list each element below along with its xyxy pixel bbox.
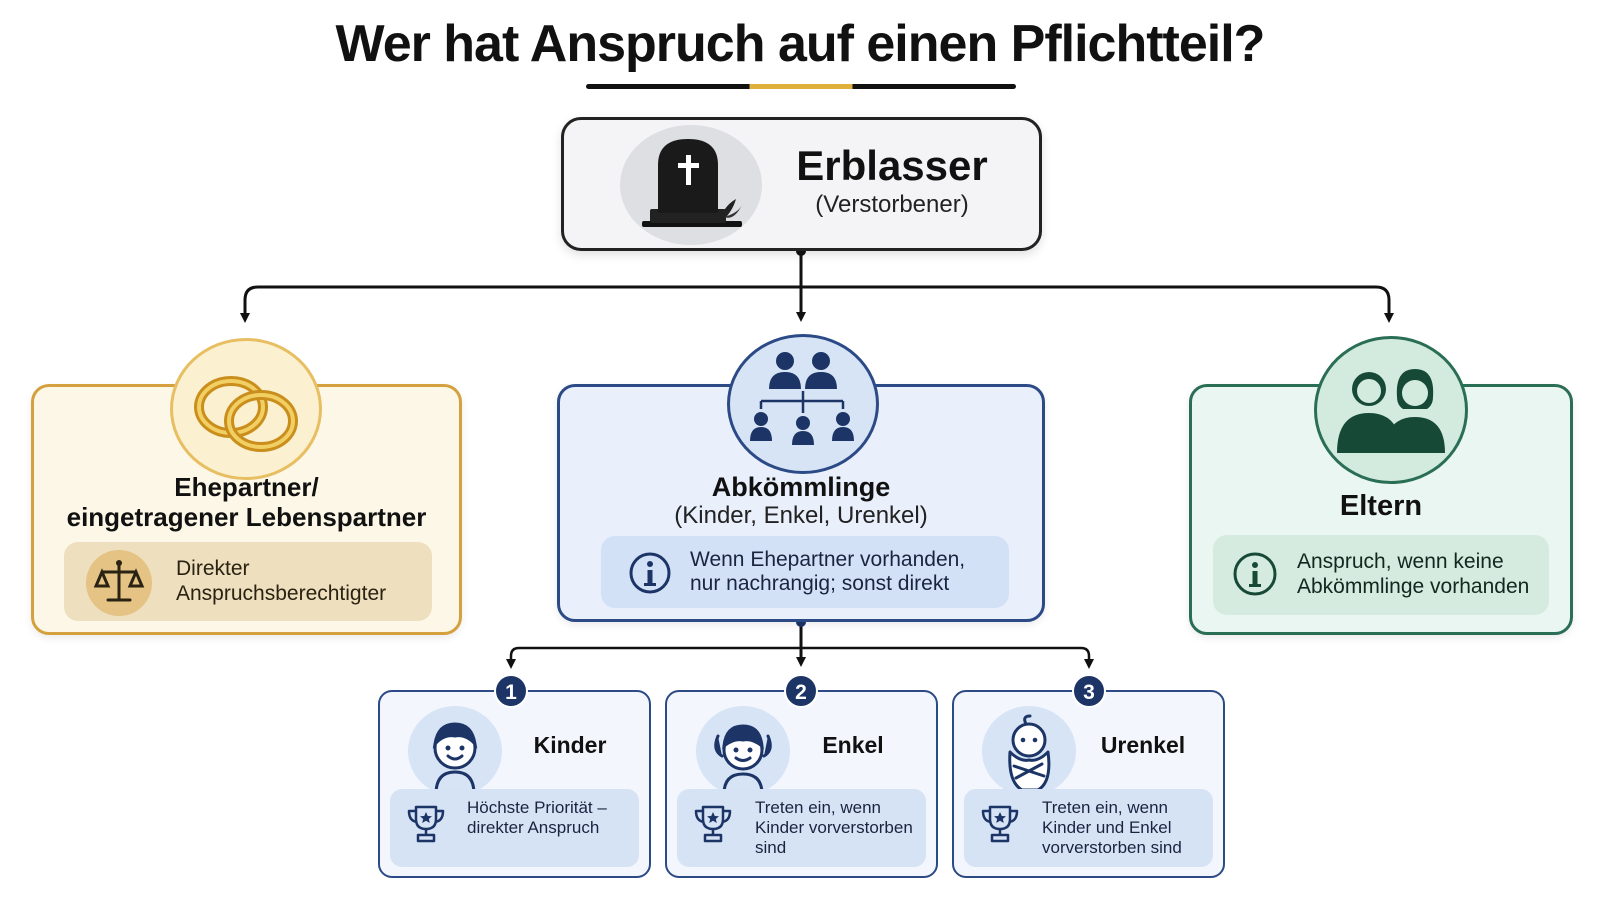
urenkel-title: Urenkel	[1100, 732, 1186, 758]
enkel-text: Treten ein, wenn Kinder vorverstorben si…	[755, 798, 913, 857]
kinder-title: Kinder	[533, 732, 607, 758]
connector-to-spouse	[240, 285, 803, 323]
trophy-icon	[980, 803, 1020, 845]
family-tree-icon	[727, 334, 879, 474]
gravestone-icon	[620, 125, 762, 245]
grandchild-icon	[696, 706, 790, 796]
kinder-text: Höchste Priorität – direkter Anspruch	[467, 798, 607, 837]
trophy-icon	[693, 803, 733, 845]
parents-icon	[1314, 336, 1468, 484]
parents-info-text: Anspruch, wenn keine Abkömmlinge vorhand…	[1297, 550, 1530, 598]
trophy-icon	[406, 803, 446, 845]
connector-to-urenkel	[799, 646, 1094, 669]
spouse-title: Ehepartner/ eingetragener Lebenspartner	[66, 472, 427, 532]
title-underline	[586, 84, 1016, 89]
info-icon	[628, 551, 672, 595]
info-icon	[1232, 551, 1278, 597]
erblasser-subtitle: (Verstorbener)	[815, 191, 969, 218]
scales-icon	[86, 550, 152, 616]
page-title: Wer hat Anspruch auf einen Pflichtteil?	[335, 15, 1266, 73]
urenkel-text: Treten ein, wenn Kinder und Enkel vorver…	[1042, 798, 1182, 857]
enkel-title: Enkel	[822, 732, 884, 758]
descendants-title: Abkömmlinge	[711, 472, 891, 502]
baby-icon	[982, 706, 1076, 796]
step-badge-3: 3	[1072, 674, 1106, 708]
wedding-rings-icon	[170, 338, 322, 480]
spouse-info-text: Direkter Anspruchsberechtigter	[176, 557, 387, 605]
parents-title: Eltern	[1339, 490, 1423, 522]
connector-to-parents	[799, 285, 1394, 323]
step-badge-2: 2	[784, 674, 818, 708]
erblasser-title: Erblasser	[796, 142, 988, 189]
step-badge-1: 1	[494, 674, 528, 708]
descendants-subtitle: (Kinder, Enkel, Urenkel)	[674, 502, 928, 529]
descendants-info-text: Wenn Ehepartner vorhanden, nur nachrangi…	[690, 548, 966, 595]
connector-to-kinder	[506, 646, 803, 669]
parents-info-box	[1213, 535, 1549, 615]
child-icon	[408, 706, 502, 796]
